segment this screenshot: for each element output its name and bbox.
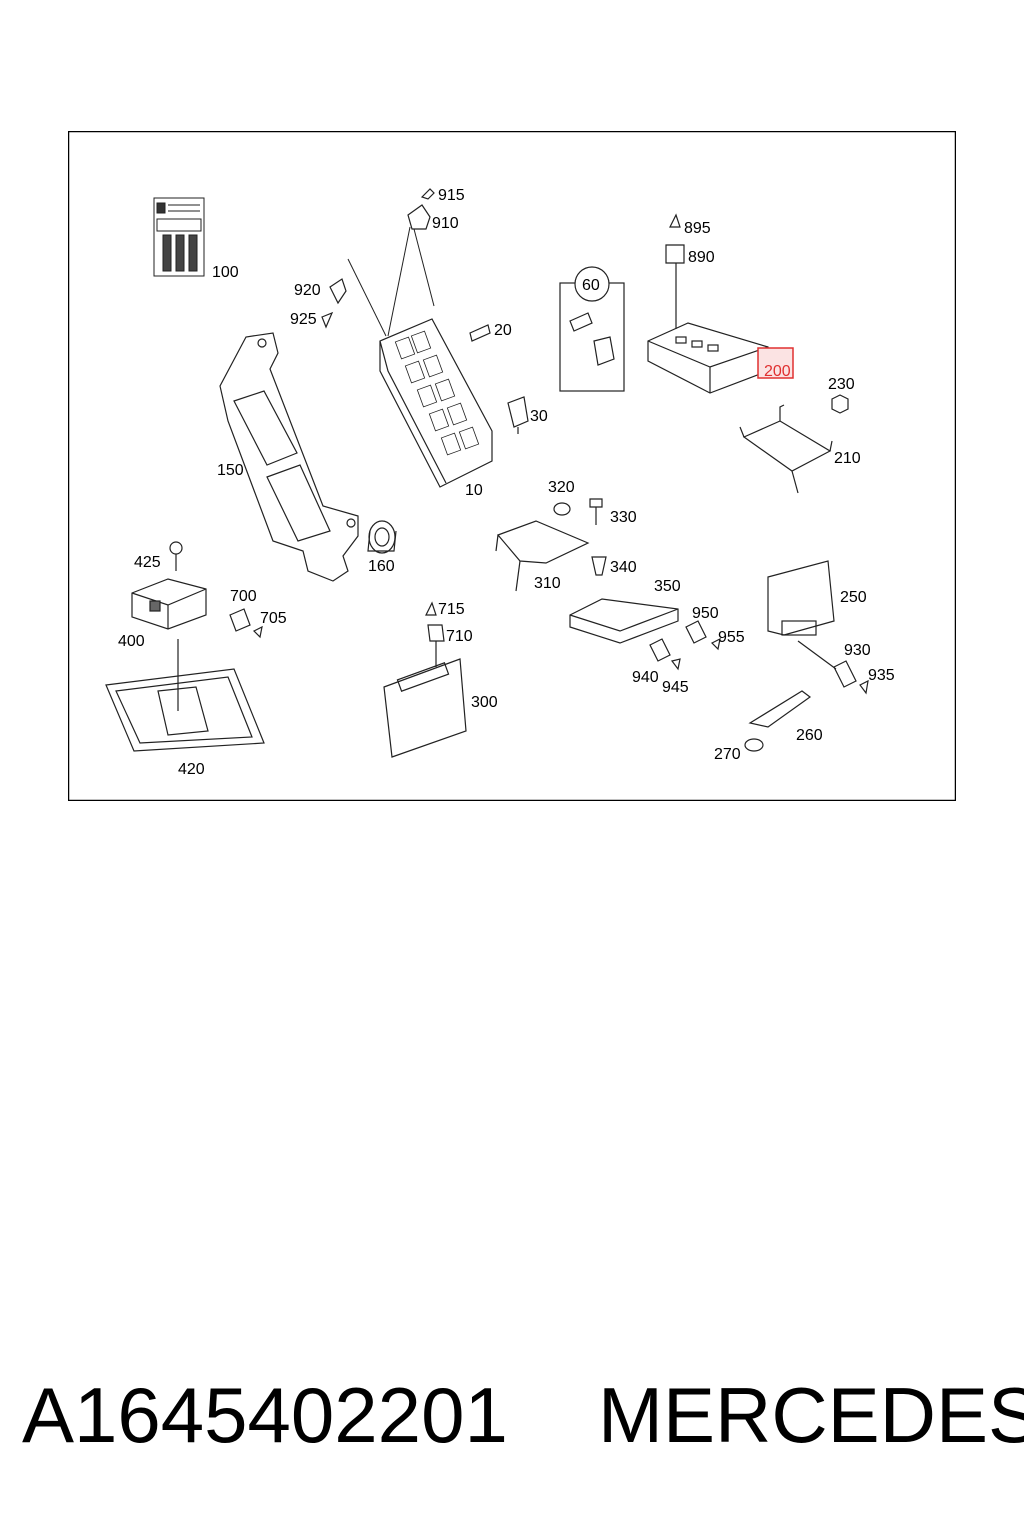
label-100: 100 <box>212 264 239 281</box>
part-915-pin <box>420 188 435 200</box>
part-940-connector <box>649 638 671 662</box>
highlight-box-200 <box>757 347 794 379</box>
label-200: 200 <box>764 363 791 380</box>
label-925: 925 <box>290 311 317 328</box>
label-30: 30 <box>530 408 548 425</box>
part-890-connector <box>665 244 685 329</box>
label-350: 350 <box>654 578 681 595</box>
part-400-module <box>131 578 207 630</box>
label-955: 955 <box>718 629 745 646</box>
part-925-pin <box>321 311 334 329</box>
label-400: 400 <box>118 633 145 650</box>
diagram-border <box>68 131 956 801</box>
part-150-bracket <box>219 332 359 582</box>
part-270-grommet <box>744 738 764 752</box>
label-230: 230 <box>828 376 855 393</box>
leader-lines-fusebox <box>347 226 435 337</box>
part-930-connector <box>797 640 857 688</box>
label-310: 310 <box>534 575 561 592</box>
part-30-relay <box>507 396 529 434</box>
label-260: 260 <box>796 727 823 744</box>
part-350-module <box>569 598 679 644</box>
label-935: 935 <box>868 667 895 684</box>
part-200-control-module <box>647 322 769 394</box>
part-705-pin <box>252 625 263 639</box>
label-150: 150 <box>217 462 244 479</box>
label-420: 420 <box>178 761 205 778</box>
label-210: 210 <box>834 450 861 467</box>
label-60: 60 <box>582 277 600 294</box>
part-910-connector <box>407 204 431 230</box>
part-945-pin <box>670 658 681 671</box>
part-310-bracket <box>495 520 590 592</box>
label-915: 915 <box>438 187 465 204</box>
label-890: 890 <box>688 249 715 266</box>
part-20-clip <box>469 324 491 342</box>
part-number: A1645402201 <box>22 1371 508 1459</box>
parts-diagram: 100 150 160 <box>68 131 956 801</box>
part-955-pin <box>710 637 721 651</box>
part-420-tray <box>105 639 265 752</box>
label-320: 320 <box>548 479 575 496</box>
part-425-bolt <box>169 541 183 571</box>
part-100-sticker <box>153 197 205 277</box>
part-230-nut <box>831 394 849 414</box>
part-320-nut <box>553 502 571 516</box>
label-910: 910 <box>432 215 459 232</box>
footer: A1645402201 MERCEDES <box>0 1370 1024 1470</box>
label-300: 300 <box>471 694 498 711</box>
part-895-pin <box>669 213 681 228</box>
part-210-bracket <box>739 404 833 494</box>
label-940: 940 <box>632 669 659 686</box>
part-160-grommet <box>367 520 397 554</box>
label-920: 920 <box>294 282 321 299</box>
part-260-bracket <box>748 690 812 728</box>
part-920-connector <box>329 278 347 305</box>
label-700: 700 <box>230 588 257 605</box>
label-895: 895 <box>684 220 711 237</box>
part-950-connector <box>685 620 707 644</box>
label-930: 930 <box>844 642 871 659</box>
label-20: 20 <box>494 322 512 339</box>
label-705: 705 <box>260 610 287 627</box>
label-160: 160 <box>368 558 395 575</box>
part-10-fuse-box <box>379 318 493 488</box>
diagram-canvas: 100 150 160 <box>68 131 956 801</box>
part-340-fastener <box>591 556 607 576</box>
part-715-pin <box>425 601 437 616</box>
brand-name: MERCEDES <box>598 1371 1024 1459</box>
label-945: 945 <box>662 679 689 696</box>
label-250: 250 <box>840 589 867 606</box>
label-425: 425 <box>134 554 161 571</box>
label-710: 710 <box>446 628 473 645</box>
part-935-pin <box>859 679 869 695</box>
label-270: 270 <box>714 746 741 763</box>
part-710-connector <box>427 624 445 667</box>
part-330-bolt <box>589 498 603 525</box>
part-300-module <box>383 658 467 758</box>
part-60-kit-box <box>559 266 625 392</box>
label-10: 10 <box>465 482 483 499</box>
label-715: 715 <box>438 601 465 618</box>
part-700-connector <box>229 608 251 632</box>
part-250-ecu <box>767 560 835 636</box>
label-950: 950 <box>692 605 719 622</box>
label-330: 330 <box>610 509 637 526</box>
label-340: 340 <box>610 559 637 576</box>
